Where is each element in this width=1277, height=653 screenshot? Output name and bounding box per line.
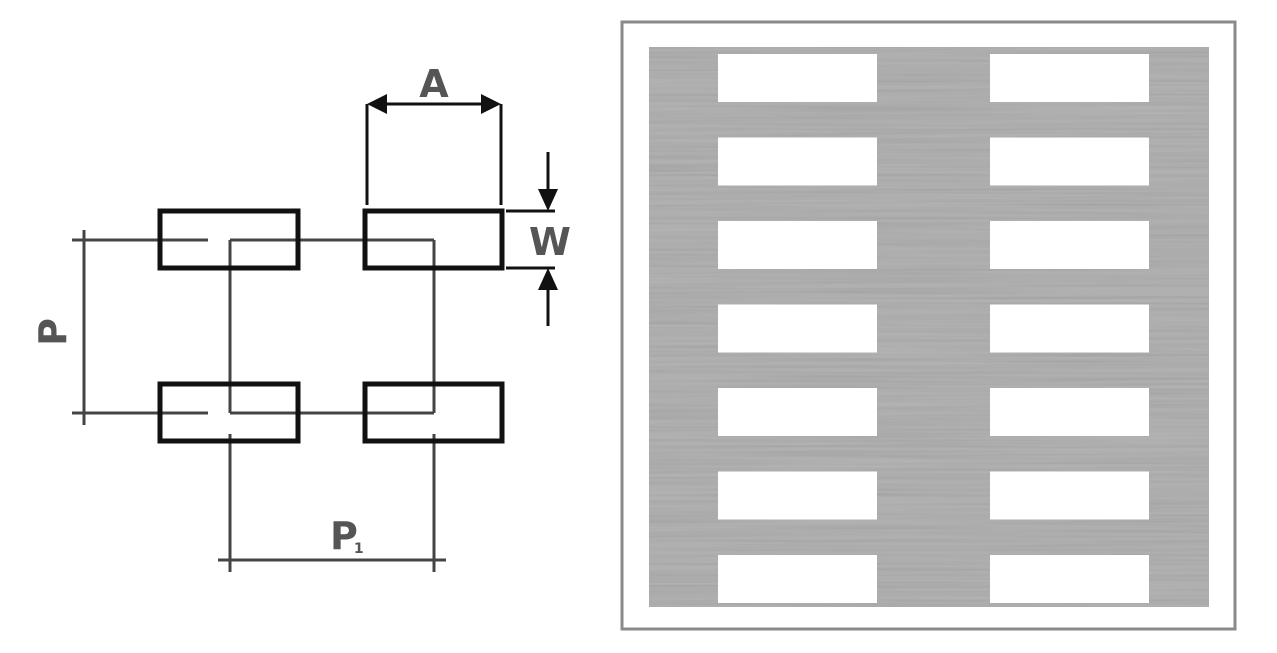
arrowhead: [538, 268, 558, 290]
slot-hole: [718, 54, 877, 102]
slot-hole: [990, 221, 1149, 269]
pitch-p1-dimension: [218, 434, 446, 572]
arrowhead: [538, 189, 558, 211]
perforated-sheet-sample: [620, 20, 1237, 631]
label-p1-main: P: [330, 514, 358, 558]
slot-hole: [990, 137, 1149, 186]
label-p1: P1: [330, 514, 364, 558]
slot-hole: [718, 304, 877, 353]
slot-outline: [157, 381, 301, 444]
slot-hole: [990, 555, 1149, 603]
length-a-dimension: [365, 94, 503, 205]
slot-hole: [990, 54, 1149, 102]
slot-hole: [990, 304, 1149, 353]
pitch-p-dimension: [72, 230, 208, 425]
label-p: P: [31, 318, 75, 346]
arrowhead: [481, 94, 501, 114]
slot-hole: [718, 471, 877, 520]
slot-hole: [718, 555, 877, 603]
slot-hole: [990, 388, 1149, 436]
slot-hole: [990, 471, 1149, 520]
label-a: A: [419, 62, 449, 106]
slot-hole: [718, 137, 877, 186]
slot-hole: [718, 221, 877, 269]
slot-holes: [718, 54, 1149, 603]
slot-hole: [718, 388, 877, 436]
label-p1-sub: 1: [354, 541, 364, 557]
arrowhead: [367, 94, 387, 114]
slot-outline: [362, 381, 505, 444]
technical-drawing: A W P P1: [31, 62, 571, 572]
label-w: W: [529, 220, 571, 264]
slot-outlines: [157, 208, 505, 444]
width-w-dimension: [506, 152, 558, 326]
slot-outline: [157, 208, 301, 271]
slot-outline: [362, 208, 505, 271]
